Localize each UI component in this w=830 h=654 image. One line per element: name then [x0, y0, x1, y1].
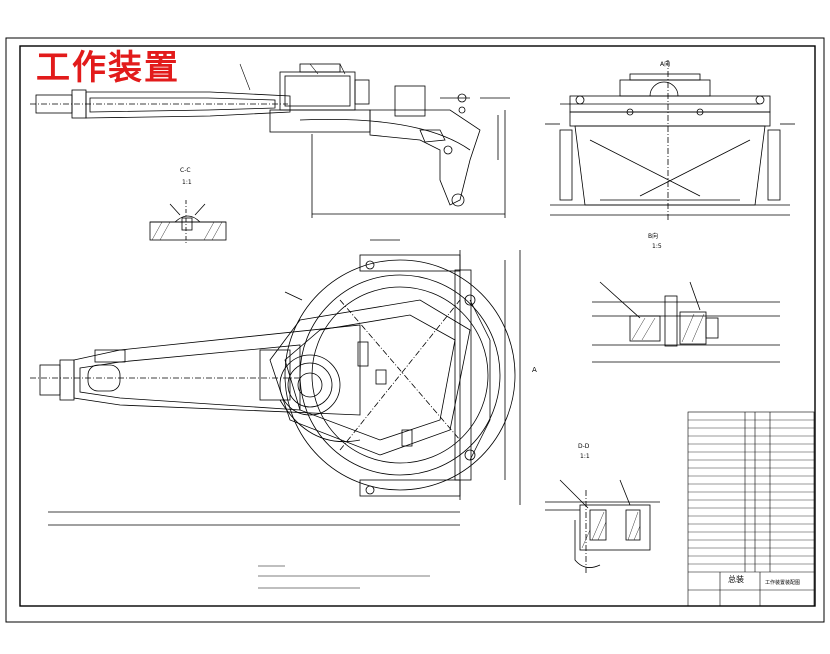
hatch-c-c — [151, 221, 223, 241]
dd-section-label: D-D — [578, 443, 590, 450]
leader-lines-top — [239, 63, 346, 91]
a-view-label: A向 — [660, 60, 670, 68]
side-view-marker: A — [532, 366, 537, 374]
drawing-title: 工作装置 — [36, 48, 180, 88]
parts-list-rows — [688, 419, 814, 565]
side-view — [30, 63, 510, 218]
section-d-d — [545, 479, 660, 575]
technical-notes — [258, 565, 430, 589]
a-view — [545, 60, 795, 220]
title-block-part-name: 总装 — [728, 574, 744, 584]
hatch-d-d — [581, 511, 641, 549]
cc-section-label: C-C — [180, 167, 191, 174]
plan-view — [30, 239, 521, 526]
inner-border — [19, 45, 816, 607]
hatch-b-view — [631, 313, 705, 343]
dd-section-scale: 1:1 — [580, 453, 590, 460]
b-view — [592, 281, 780, 363]
b-view-scale: 1:5 — [652, 243, 662, 250]
b-view-label: B向 — [648, 232, 658, 240]
cc-section-scale: 1:1 — [182, 179, 192, 186]
section-c-c — [149, 200, 227, 245]
title-block-drawing-name: 工作装置装配图 — [765, 579, 800, 586]
outer-border — [5, 37, 825, 623]
